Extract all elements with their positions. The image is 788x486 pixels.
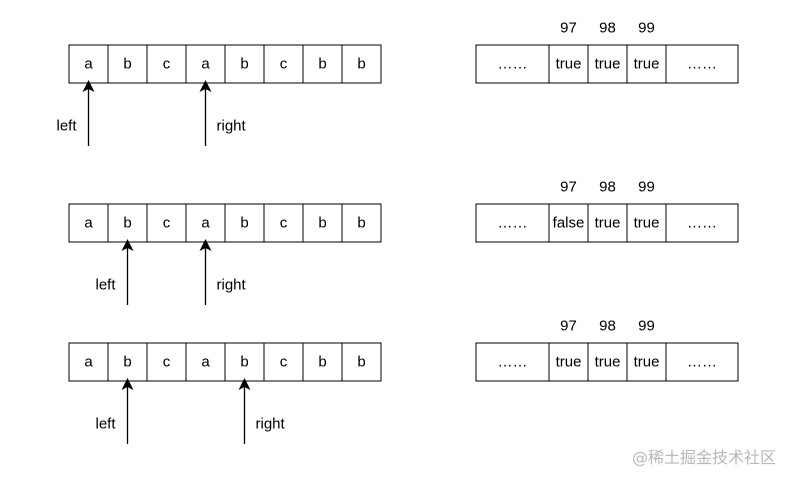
string-cell — [224, 342, 265, 382]
string-cell — [341, 342, 382, 382]
map-slot-index: 98 — [599, 179, 616, 196]
string-cell-char: b — [123, 56, 131, 73]
map-slot-value: false — [553, 215, 585, 232]
map-slot-value: true — [595, 215, 621, 232]
left-label: left — [95, 416, 116, 433]
string-cell-char: b — [318, 354, 326, 371]
map-slot-index: 97 — [560, 179, 577, 196]
map-slot-value: true — [595, 354, 621, 371]
right-label: right — [217, 118, 247, 135]
string-cell-char: a — [201, 56, 210, 73]
string-cell — [146, 203, 187, 243]
string-cell — [263, 342, 304, 382]
string-cell — [146, 342, 187, 382]
string-cell-char: c — [163, 215, 171, 232]
map-ellipsis-left: …… — [498, 56, 528, 73]
string-cell-char: a — [84, 56, 93, 73]
char-map: …… true 97 true 98 true 99 …… — [475, 20, 739, 84]
map-slot-index: 97 — [560, 20, 577, 37]
string-cell-char: c — [163, 354, 171, 371]
right-pointer: right — [238, 378, 286, 444]
left-label: left — [95, 277, 116, 294]
map-ellipsis-right: …… — [687, 56, 717, 73]
map-slot-index: 98 — [599, 20, 616, 37]
left-pointer: left — [56, 80, 95, 146]
string-cell — [185, 342, 226, 382]
string-cell-char: a — [84, 354, 93, 371]
map-slot — [626, 342, 667, 382]
map-slot-value: true — [595, 56, 621, 73]
row-2: a b c a b c b b left right …… false 97 true 98 true 99 …… — [68, 179, 739, 305]
string-cell — [146, 44, 187, 84]
string-cell-char: b — [123, 354, 131, 371]
string-cell-char: b — [240, 56, 248, 73]
map-slot-value: true — [556, 56, 582, 73]
string-cell — [224, 44, 265, 84]
string-cell-char: c — [280, 354, 288, 371]
string-cell-char: b — [318, 215, 326, 232]
string-cell-char: b — [240, 354, 248, 371]
row-1: a b c a b c b b left right …… true 97 true 98 true 99 …… — [56, 20, 739, 146]
left-pointer: left — [95, 378, 134, 444]
map-slot-index: 99 — [638, 179, 655, 196]
map-ellipsis-right: …… — [687, 215, 717, 232]
string-cell-char: b — [357, 215, 365, 232]
map-slot-index: 98 — [599, 318, 616, 335]
map-slot-index: 97 — [560, 318, 577, 335]
string-cell-char: a — [201, 354, 210, 371]
map-slot-value: true — [634, 56, 660, 73]
map-slot-index: 99 — [638, 20, 655, 37]
string-cell-char: a — [201, 215, 210, 232]
right-pointer: right — [199, 80, 247, 146]
string-cell-char: c — [280, 56, 288, 73]
string-cell-char: b — [357, 354, 365, 371]
string-cell-char: b — [123, 215, 131, 232]
watermark: @稀土掘金技术社区 — [631, 448, 776, 467]
string-cell — [341, 203, 382, 243]
map-slot — [587, 342, 628, 382]
string-cell — [224, 203, 265, 243]
map-ellipsis-right: …… — [687, 354, 717, 371]
map-slot — [626, 203, 667, 243]
map-slot-index: 99 — [638, 318, 655, 335]
char-map: …… false 97 true 98 true 99 …… — [475, 179, 739, 243]
string-cell-char: a — [84, 215, 93, 232]
left-pointer: left — [95, 239, 134, 305]
map-slot-value: true — [634, 215, 660, 232]
map-slot-value: true — [556, 354, 582, 371]
string-cell-char: b — [318, 56, 326, 73]
map-slot — [587, 44, 628, 84]
right-label: right — [256, 416, 286, 433]
right-label: right — [217, 277, 247, 294]
right-pointer: right — [199, 239, 247, 305]
string-cell — [107, 342, 148, 382]
string-cell — [107, 203, 148, 243]
left-label: left — [56, 118, 77, 135]
map-ellipsis-left: …… — [498, 354, 528, 371]
string-cell-char: b — [240, 215, 248, 232]
string-cell — [341, 44, 382, 84]
string-cell-char: c — [163, 56, 171, 73]
string-cell — [263, 44, 304, 84]
map-slot — [548, 203, 589, 243]
map-ellipsis-left: …… — [498, 215, 528, 232]
map-slot — [626, 44, 667, 84]
string-cell — [302, 44, 343, 84]
map-slot-value: true — [634, 354, 660, 371]
string-cell — [68, 44, 109, 84]
char-map: …… true 97 true 98 true 99 …… — [475, 318, 739, 382]
string-cell — [68, 342, 109, 382]
string-cell-char: b — [357, 56, 365, 73]
string-cell-char: c — [280, 215, 288, 232]
row-3: a b c a b c b b left right …… true 97 true 98 true 99 …… — [68, 318, 739, 444]
map-slot — [548, 44, 589, 84]
string-cell — [107, 44, 148, 84]
